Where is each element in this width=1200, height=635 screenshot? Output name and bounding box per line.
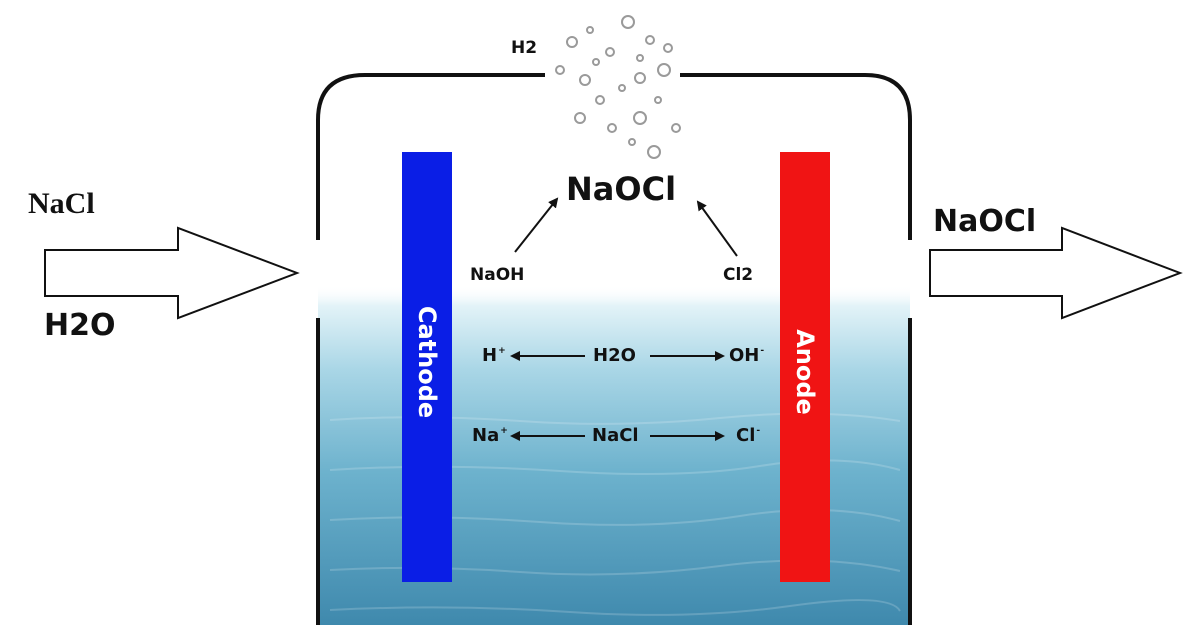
- anode-electrode: [780, 152, 830, 582]
- anode-label: Anode: [791, 329, 819, 415]
- tank-wall-left: [316, 73, 545, 240]
- h-ion-label: H+: [482, 345, 506, 366]
- cl2-label: Cl2: [723, 265, 754, 285]
- nacl-reactant-label: NaCl: [592, 425, 639, 446]
- oh-ion-label: OH-: [729, 345, 765, 366]
- na-ion-label: Na+: [472, 425, 508, 446]
- cathode-electrode: [402, 152, 452, 582]
- inlet-arrow: [44, 226, 300, 320]
- cl-ion-label: Cl-: [736, 425, 761, 446]
- hydrogen-bubbles: [555, 15, 681, 159]
- h2o-reactant-label: H2O: [593, 345, 636, 366]
- inlet-nacl-label: NaCl: [28, 187, 95, 220]
- tank-wall-right: [680, 73, 912, 240]
- outlet-arrow: [929, 226, 1183, 320]
- naocl-product-label: NaOCl: [566, 170, 677, 208]
- h2-gas-label: H2: [511, 38, 538, 58]
- naoh-label: NaOH: [470, 265, 525, 285]
- outlet-naocl-label: NaOCl: [933, 204, 1037, 239]
- inlet-h2o-label: H2O: [44, 308, 116, 343]
- cathode-label: Cathode: [413, 305, 441, 419]
- tank-wall-bottom: [316, 318, 912, 625]
- naoh-to-naocl-arrow: [514, 197, 559, 253]
- cl2-to-naocl-arrow: [696, 200, 738, 257]
